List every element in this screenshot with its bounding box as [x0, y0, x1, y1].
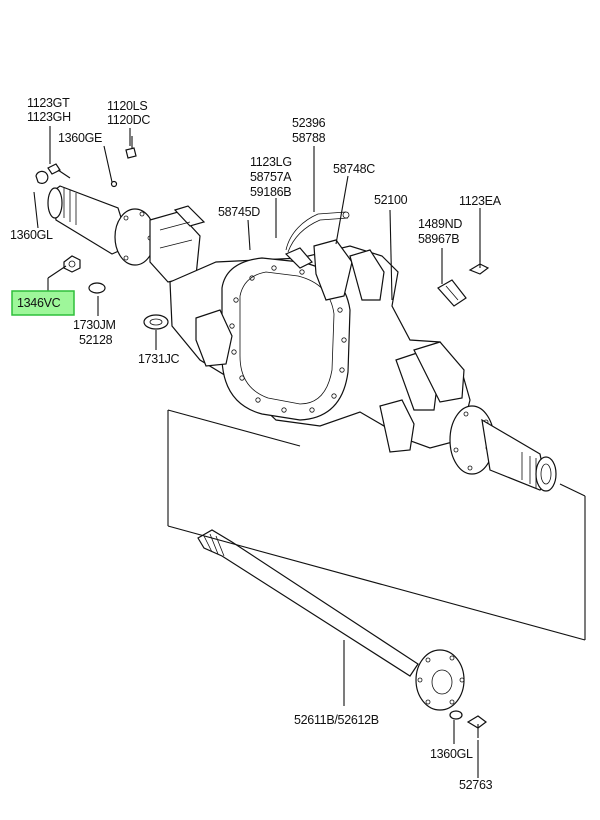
- label-52100[interactable]: 52100: [374, 193, 408, 207]
- label-1360gl-bottom[interactable]: 1360GL: [430, 747, 473, 761]
- axle-shaft-drawing: [197, 529, 487, 738]
- label-1489nd[interactable]: 1489ND: [418, 217, 463, 231]
- label-1730jm[interactable]: 1730JM: [73, 318, 116, 332]
- label-59186b[interactable]: 59186B: [250, 185, 292, 199]
- label-1123lg[interactable]: 1123LG: [250, 155, 292, 169]
- label-52763[interactable]: 52763: [459, 778, 493, 792]
- part-labels: 1123GT 1123GH 1120LS 1120DC 1360GE 1360G…: [10, 96, 502, 792]
- assembly-frame-lines: [167, 409, 586, 641]
- label-58788[interactable]: 58788: [292, 131, 326, 145]
- label-58757a[interactable]: 58757A: [250, 170, 293, 184]
- label-1123gt[interactable]: 1123GT: [27, 96, 70, 110]
- label-58745d[interactable]: 58745D: [218, 205, 261, 219]
- label-1360ge[interactable]: 1360GE: [58, 131, 102, 145]
- label-1120ls[interactable]: 1120LS: [107, 99, 148, 113]
- axle-housing-drawing: [47, 185, 557, 492]
- label-52128[interactable]: 52128: [79, 333, 113, 347]
- label-58748c[interactable]: 58748C: [333, 162, 376, 176]
- label-1123ea[interactable]: 1123EA: [459, 194, 502, 208]
- label-1123gh[interactable]: 1123GH: [27, 110, 71, 124]
- leader-lines: [33, 126, 481, 778]
- label-1120dc[interactable]: 1120DC: [107, 113, 151, 127]
- label-58967b[interactable]: 58967B: [418, 232, 460, 246]
- label-52611b-52612b[interactable]: 52611B/52612B: [294, 713, 379, 727]
- small-parts-drawing: [35, 136, 490, 330]
- label-1731jc[interactable]: 1731JC: [138, 352, 180, 366]
- label-52396[interactable]: 52396: [292, 116, 326, 130]
- label-1360gl-top[interactable]: 1360GL: [10, 228, 53, 242]
- label-1346vc[interactable]: 1346VC: [17, 296, 61, 310]
- highlight-box: [11, 290, 75, 316]
